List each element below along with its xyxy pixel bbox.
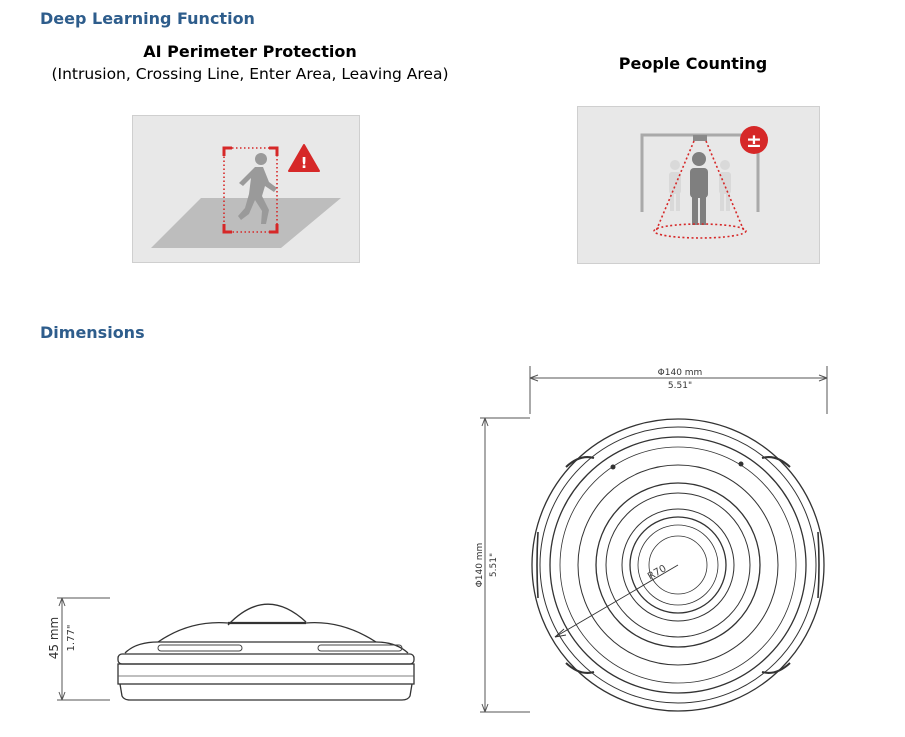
intrusion-warning-icon: !	[132, 115, 360, 263]
perimeter-protection-title: AI Perimeter Protection	[143, 42, 357, 61]
people-counting-icon: ±	[577, 106, 820, 264]
top-height-mm-label: Φ140 mm	[475, 543, 485, 588]
side-height-mm-label: 45 mm	[47, 617, 61, 659]
count-badge-glyph: ±	[746, 130, 762, 152]
top-view-drawing: Φ140 mm 5.51" Φ140 mm 5.51" R70	[475, 366, 828, 713]
section-title-deep-learning: Deep Learning Function	[40, 9, 255, 28]
top-width-in-label: 5.51"	[668, 381, 692, 391]
section-title-dimensions: Dimensions	[40, 323, 145, 342]
people-counting-title: People Counting	[618, 54, 768, 73]
top-height-in-label: 5.51"	[489, 553, 499, 577]
top-width-mm-label: Φ140 mm	[658, 368, 703, 378]
side-height-in-label: 1.77"	[66, 625, 77, 652]
perimeter-protection-subtitle: (Intrusion, Crossing Line, Enter Area, L…	[51, 65, 449, 83]
warning-glyph: !	[301, 154, 308, 172]
side-view-drawing: 45 mm 1.77"	[47, 597, 415, 701]
